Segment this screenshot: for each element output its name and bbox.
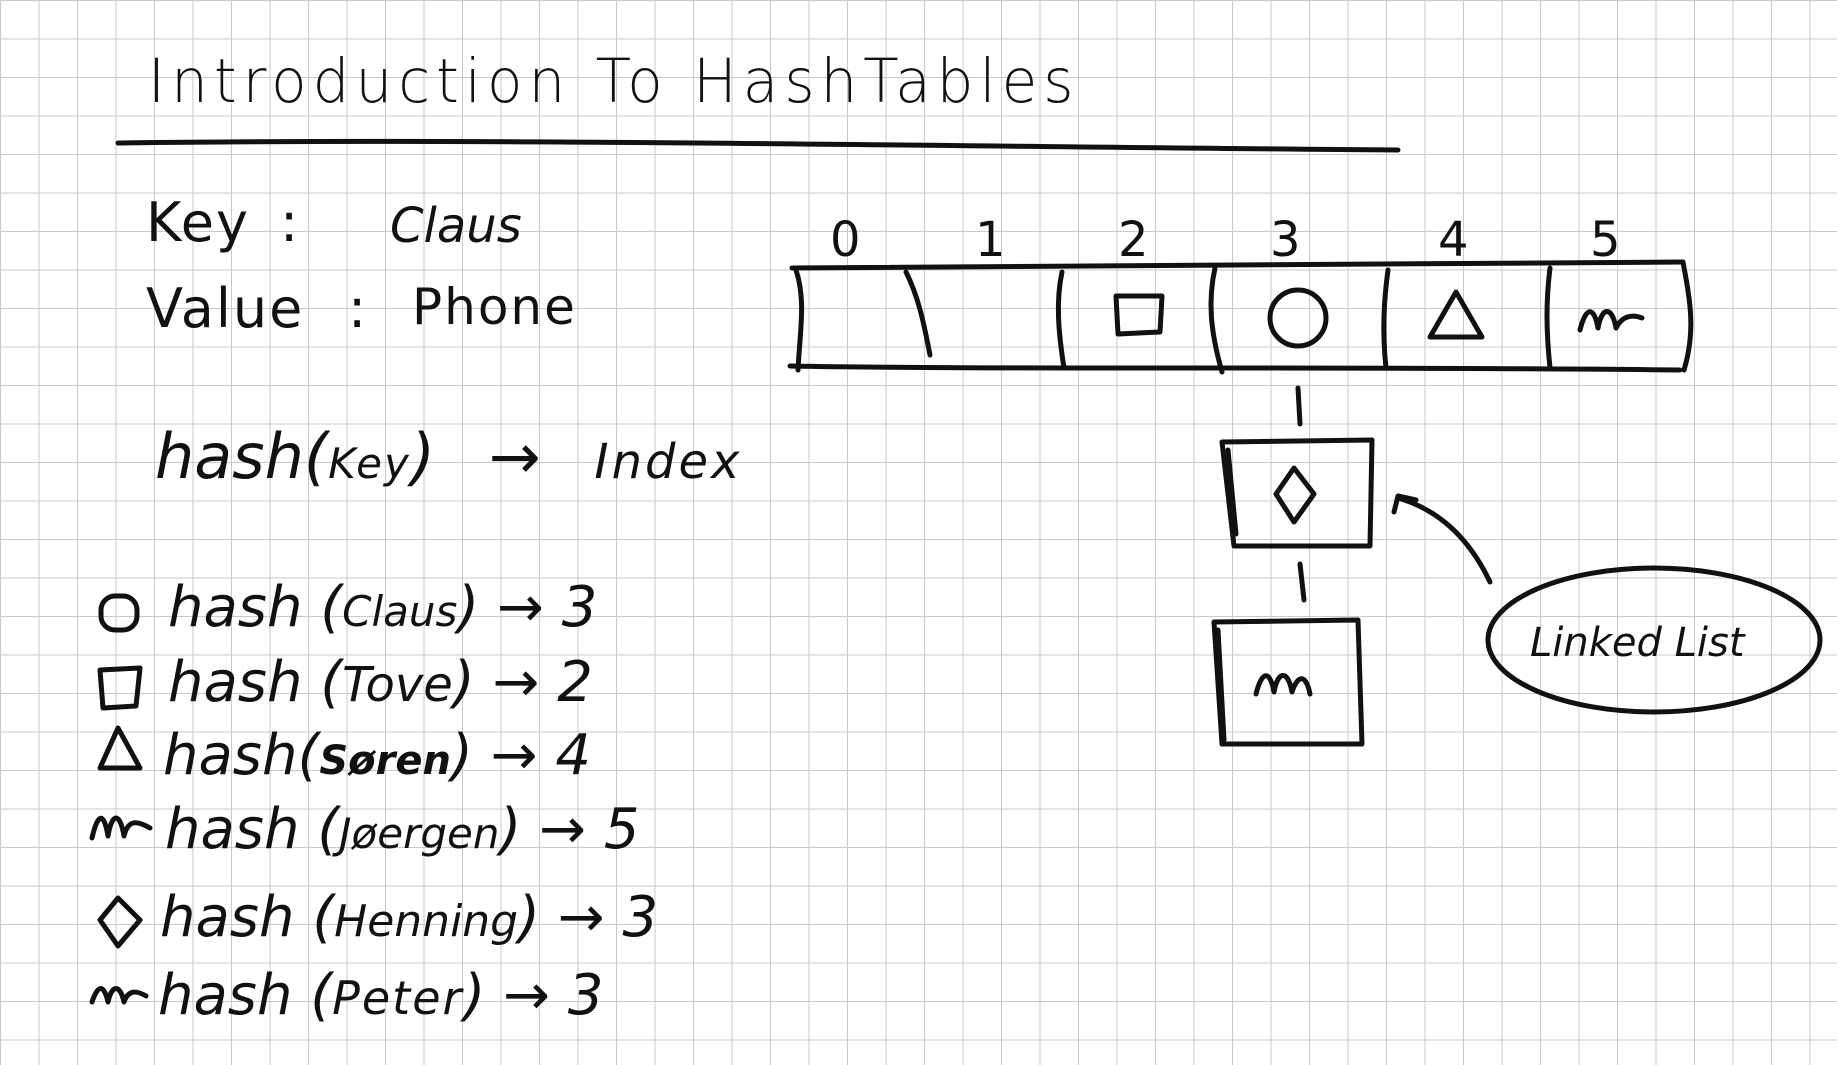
- squiggle-icon: [89, 986, 149, 1005]
- hash-line: hash (Jøergen) → 5: [165, 797, 640, 862]
- hash-line: hash (Tove) → 2: [168, 650, 593, 715]
- wave-icon: [1577, 309, 1645, 333]
- key-colon: :: [280, 191, 299, 254]
- line-index: 3: [622, 885, 659, 950]
- line-arg: Søren: [319, 738, 451, 784]
- index-label: 1: [975, 212, 1006, 268]
- line-fn: hash: [168, 650, 303, 715]
- line-index: 2: [557, 650, 593, 715]
- squiggle-icon: [1253, 673, 1313, 697]
- hash-arg: Key: [328, 439, 411, 488]
- index-label: 5: [1590, 212, 1621, 268]
- wave-icon: [89, 815, 153, 841]
- triangle-icon: [97, 725, 143, 771]
- line-fn: hash: [163, 723, 298, 788]
- callout-ellipse: [1485, 565, 1823, 715]
- hash-table: [787, 259, 1694, 375]
- line-fn: hash: [158, 963, 293, 1028]
- hash-line: hash(Søren) → 4: [163, 723, 591, 788]
- circle-icon: [98, 593, 140, 633]
- square-icon: [97, 665, 143, 711]
- hash-rule: hash(Key) → Index: [155, 420, 743, 493]
- value-label: Value: [146, 277, 305, 340]
- line-arg: Peter: [332, 971, 464, 1025]
- index-label: 0: [830, 212, 861, 268]
- line-fn: hash: [165, 797, 300, 862]
- line-arg: Claus: [342, 587, 458, 636]
- triangle-icon: [1427, 289, 1485, 340]
- line-index: 4: [555, 723, 591, 788]
- key-value: Claus: [390, 198, 522, 254]
- value-colon: :: [348, 277, 367, 340]
- index-label: 4: [1438, 212, 1469, 268]
- callout-arrow: [1395, 495, 1493, 585]
- line-arrow: →: [492, 650, 540, 715]
- line-arg: Jøergen: [339, 809, 500, 858]
- list-node: [1211, 617, 1365, 747]
- hash-line: hash (Peter) → 3: [158, 963, 604, 1028]
- line-fn: hash: [160, 885, 295, 950]
- line-index: 3: [567, 963, 604, 1028]
- line-arrow: →: [503, 963, 551, 1028]
- line-arrow: →: [497, 575, 544, 640]
- index-label: 3: [1270, 212, 1301, 268]
- line-index: 5: [603, 797, 640, 862]
- hash-fn: hash: [155, 420, 304, 493]
- value-value: Phone: [412, 278, 577, 336]
- hash-result: Index: [594, 434, 743, 490]
- line-arg: Henning: [334, 896, 519, 947]
- square-icon: [1113, 293, 1165, 337]
- index-label: 2: [1118, 212, 1149, 268]
- callout-label: Linked List: [1530, 620, 1746, 666]
- chain-link: [1297, 561, 1307, 603]
- key-label: Key: [146, 191, 250, 254]
- index-labels: 0 1 2 3 4 5: [830, 212, 1621, 268]
- line-arrow: →: [539, 797, 587, 862]
- line-arrow: →: [490, 723, 538, 788]
- line-index: 3: [561, 575, 598, 640]
- hash-line: hash (Claus) → 3: [168, 575, 598, 640]
- line-arg: Tove: [342, 657, 453, 713]
- circle-icon: [1267, 287, 1329, 349]
- line-fn: hash: [168, 575, 303, 640]
- line-arrow: →: [557, 885, 605, 950]
- diamond-icon: [97, 895, 143, 949]
- list-node: [1219, 437, 1375, 549]
- callout-arrowhead: [1391, 493, 1419, 515]
- chain-link: [1295, 385, 1303, 427]
- hash-arrow: →: [488, 420, 541, 493]
- hash-line: hash (Henning) → 3: [160, 885, 659, 950]
- diamond-icon: [1273, 465, 1317, 525]
- page-title: Introduction To HashTables: [148, 45, 1080, 117]
- title-underline: [115, 138, 1401, 153]
